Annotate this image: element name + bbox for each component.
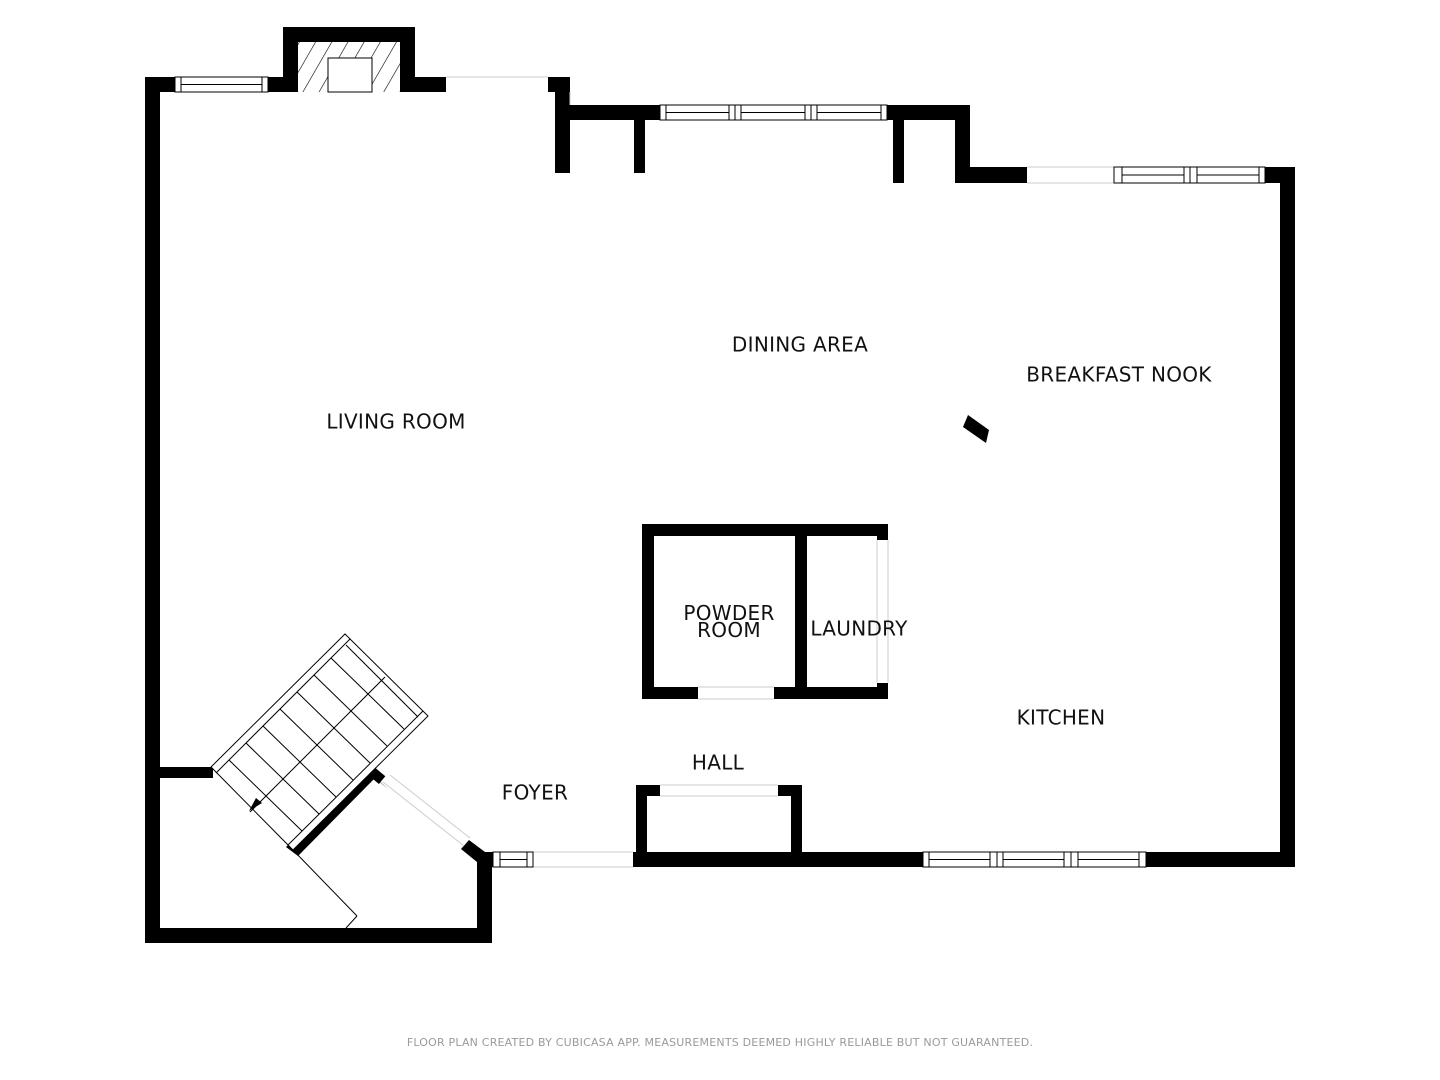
fireplace — [298, 42, 400, 93]
room-label-powder-room: POWDER ROOM — [683, 601, 775, 642]
door-openings — [382, 76, 1114, 868]
room-label-powder-line2: ROOM — [697, 618, 761, 642]
room-label-breakfast-nook: BREAKFAST NOOK — [1026, 362, 1212, 387]
room-label-laundry: LAUNDRY — [810, 616, 908, 641]
room-label-living-room: LIVING ROOM — [326, 409, 466, 434]
room-label-dining-area: DINING AREA — [731, 332, 869, 357]
footer-disclaimer: FLOOR PLAN CREATED BY CUBICASA APP. MEAS… — [406, 1036, 1034, 1049]
room-label-kitchen: KITCHEN — [1016, 705, 1106, 730]
stair-direction-arrow-icon — [249, 798, 262, 811]
staircase — [210, 633, 429, 929]
windows — [174, 76, 1266, 868]
room-label-powder-line1: POWDER — [683, 601, 775, 625]
room-label-hall: HALL — [691, 750, 745, 775]
exterior-walls — [145, 27, 1295, 943]
room-label-foyer: FOYER — [501, 780, 569, 805]
interior-walls — [642, 524, 888, 699]
